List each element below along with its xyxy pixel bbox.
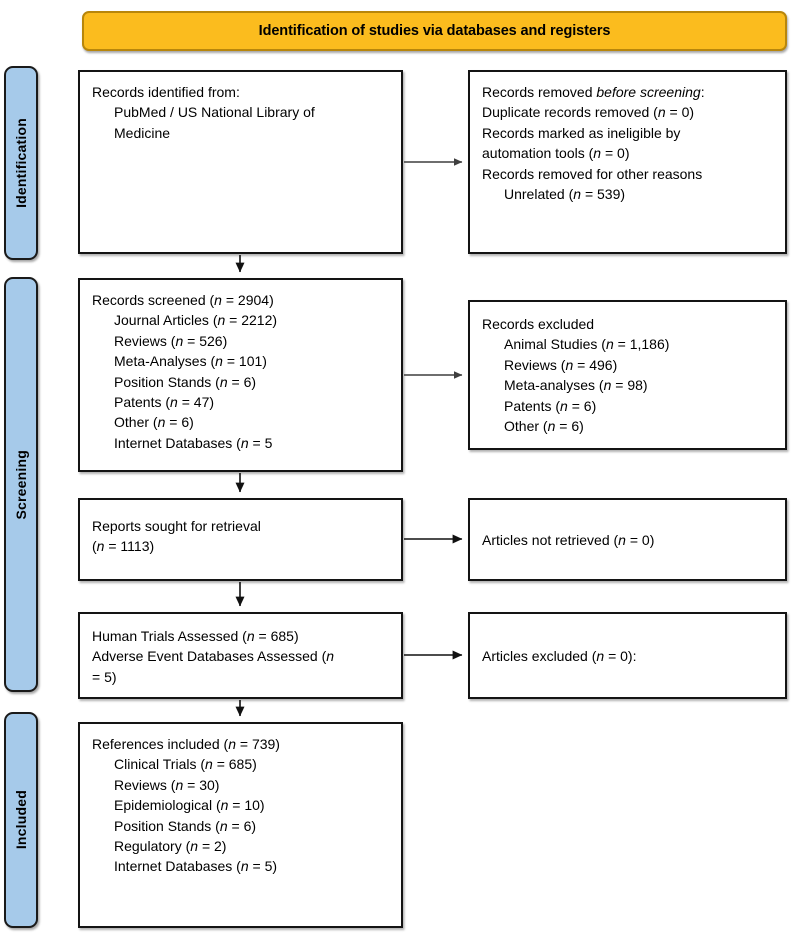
box-line: PubMed / US National Library of	[114, 104, 315, 121]
header-title: Identification of studies via databases …	[258, 23, 611, 39]
box-reports-sought-text: Reports sought for retrieval (n = 1113)	[92, 516, 389, 557]
box-line: Other (n = 6)	[504, 418, 584, 435]
box-line: Records identified from:	[92, 84, 240, 100]
stage-label-screening: Screening	[4, 277, 38, 692]
box-records-removed-before-screening: Records removed before screening: Duplica…	[468, 70, 787, 254]
box-line: Journal Articles (n = 2212)	[114, 312, 278, 329]
box-line: Regulatory (n = 2)	[114, 838, 227, 855]
box-line: Records marked as ineligible by	[482, 124, 681, 141]
box-line: Unrelated (n = 539)	[504, 186, 626, 203]
box-human-trials-assessed: Human Trials Assessed (n = 685) Adverse E…	[78, 612, 403, 699]
box-line: Records excluded	[482, 316, 595, 332]
box-line: Records removed for other reasons	[482, 165, 703, 182]
stage-label-identification: Identification	[4, 66, 38, 260]
box-line: Human Trials Assessed (n = 685)	[92, 628, 299, 644]
box-line: Patents (n = 6)	[504, 397, 597, 414]
box-articles-excluded-text: Articles excluded (n = 0):	[482, 646, 636, 666]
box-line: Records removed before screening:	[482, 84, 705, 100]
box-line: Animal Studies (n = 1,186)	[504, 336, 670, 353]
box-line: Position Stands (n = 6)	[114, 817, 257, 834]
box-line: Internet Databases (n = 5	[114, 434, 273, 451]
header-banner: Identification of studies via databases …	[82, 11, 787, 51]
box-line: Meta-analyses (n = 98)	[504, 377, 648, 394]
box-line: Patents (n = 47)	[114, 394, 215, 411]
box-records-identified-from-text: Records identified from: PubMed / US Nati…	[92, 82, 389, 143]
box-line: automation tools (n = 0)	[482, 145, 630, 162]
box-records-screened: Records screened (n = 2904) Journal Artic…	[78, 278, 403, 472]
box-line: Meta-Analyses (n = 101)	[114, 353, 267, 370]
stage-identification-text: Identification	[13, 118, 29, 208]
box-line: Records screened (n = 2904)	[92, 292, 274, 308]
box-articles-not-retrieved: Articles not retrieved (n = 0)	[468, 498, 787, 581]
box-line: References included (n = 739)	[92, 736, 280, 752]
stage-screening-text: Screening	[13, 449, 29, 520]
box-line: Other (n = 6)	[114, 414, 194, 431]
stage-included-text: Included	[13, 790, 29, 850]
box-line: Adverse Event Databases Assessed (n	[92, 648, 335, 665]
box-records-identified-from: Records identified from: PubMed / US Nati…	[78, 70, 403, 254]
box-records-removed-text: Records removed before screening: Duplica…	[482, 82, 773, 204]
box-line: Articles not retrieved (n = 0)	[482, 532, 655, 549]
box-line: Epidemiological (n = 10)	[114, 797, 265, 814]
box-line: (n = 1113)	[92, 538, 155, 555]
box-line: Clinical Trials (n = 685)	[114, 756, 257, 773]
box-line: Reviews (n = 496)	[504, 356, 618, 373]
box-records-screened-text: Records screened (n = 2904) Journal Artic…	[92, 290, 389, 453]
box-references-included-text: References included (n = 739) Clinical Tr…	[92, 734, 389, 877]
stage-label-included: Included	[4, 712, 38, 928]
box-references-included: References included (n = 739) Clinical Tr…	[78, 722, 403, 928]
box-line: Position Stands (n = 6)	[114, 373, 257, 390]
box-line: Reviews (n = 526)	[114, 332, 228, 349]
box-line: Duplicate records removed (n = 0)	[482, 104, 695, 121]
box-line: Internet Databases (n = 5)	[114, 858, 278, 875]
box-line: Medicine	[114, 124, 171, 141]
box-line: = 5)	[92, 668, 117, 685]
box-line: Reports sought for retrieval	[92, 518, 261, 534]
box-line: Reviews (n = 30)	[114, 776, 220, 793]
box-articles-not-retrieved-text: Articles not retrieved (n = 0)	[482, 530, 654, 550]
box-line: Articles excluded (n = 0):	[482, 648, 637, 665]
box-reports-sought-for-retrieval: Reports sought for retrieval (n = 1113)	[78, 498, 403, 581]
box-human-trials-assessed-text: Human Trials Assessed (n = 685) Adverse E…	[92, 626, 389, 687]
box-articles-excluded: Articles excluded (n = 0):	[468, 612, 787, 699]
